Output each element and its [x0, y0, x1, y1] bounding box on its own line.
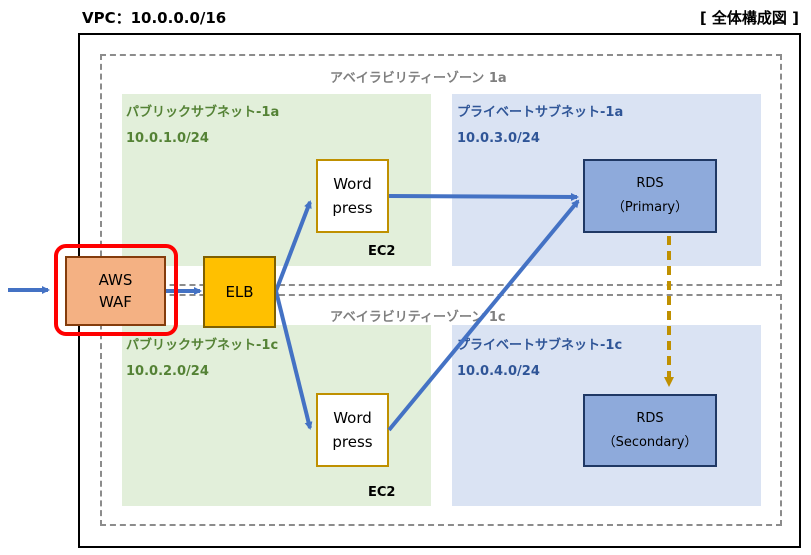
ec2-label-1c: EC2: [368, 485, 396, 500]
wordpress-1c-to-rds-arrow: [387, 199, 580, 432]
wordpress-instance-1a: Word press: [316, 159, 389, 233]
rds-secondary: RDS （Secondary）: [583, 394, 717, 467]
elb: ELB: [203, 256, 276, 328]
elb-to-wordpress-1c-arrow: [274, 290, 313, 430]
rds-primary: RDS （Primary）: [583, 159, 717, 233]
availability-zone-1a: [100, 54, 782, 286]
waf-highlight-frame: [54, 244, 178, 336]
public-subnet-1c-name: パブリックサブネット-1c: [126, 338, 279, 353]
private-subnet-1c-cidr: 10.0.4.0/24: [457, 364, 540, 379]
private-subnet-1c-name: プライベートサブネット-1c: [457, 338, 623, 353]
public-subnet-1a-cidr: 10.0.1.0/24: [126, 131, 209, 146]
availability-zone-1c: [100, 294, 782, 526]
ec2-label-1a: EC2: [368, 244, 396, 259]
private-subnet-1a-cidr: 10.0.3.0/24: [457, 131, 540, 146]
availability-zone-1c-label: アベイラビリティーゾーン 1c: [330, 310, 506, 325]
public-subnet-1c-cidr: 10.0.2.0/24: [126, 364, 209, 379]
availability-zone-1a-label: アベイラビリティーゾーン 1a: [330, 71, 507, 86]
diagram-title: [ 全体構成図 ]: [699, 9, 799, 27]
wordpress-1a-to-rds-arrow: [388, 192, 579, 201]
elb-to-wordpress-1a-arrow: [274, 200, 312, 292]
aws-waf: AWS WAF: [65, 256, 166, 326]
public-subnet-1a-name: パブリックサブネット-1a: [126, 105, 280, 120]
wordpress-instance-1c: Word press: [316, 393, 389, 467]
private-subnet-1a-name: プライベートサブネット-1a: [457, 105, 624, 120]
vpc-title: VPC：10.0.0.0/16: [82, 9, 227, 27]
